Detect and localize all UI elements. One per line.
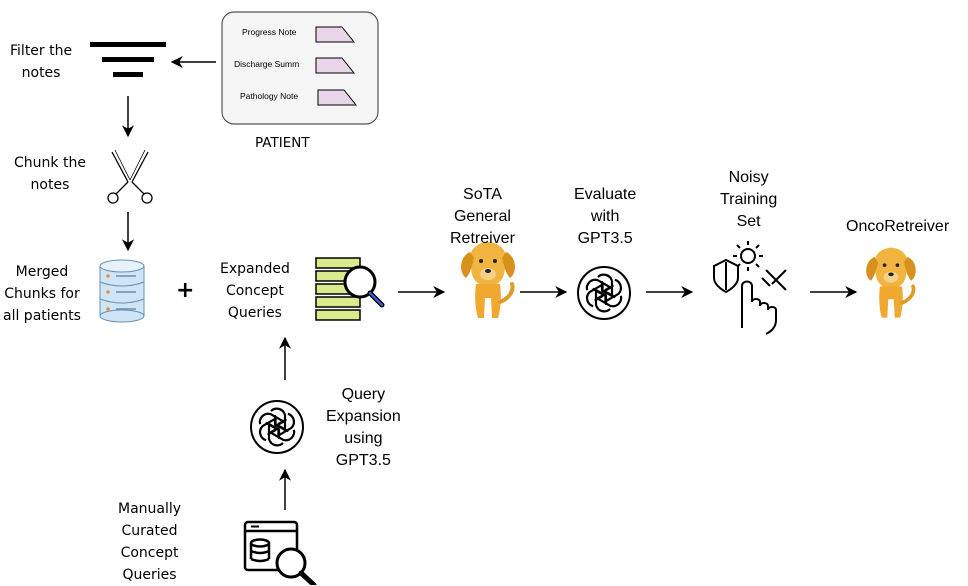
note-label-progress: Progress Note [242,27,297,37]
chunk-label-line: notes [30,177,70,193]
manual-label-line: Queries [122,567,177,583]
query-expansion-line: GPT3.5 [335,452,391,469]
oncoretriever-label: OncoRetreiver [846,216,949,238]
onco-label-line: OncoRetreiver [846,218,950,235]
golden-retriever-dog-icon [459,240,517,320]
note-tag-icon [315,26,356,43]
database-search-icon [315,257,385,321]
database-icon [99,259,145,323]
browser-database-search-icon [243,520,317,585]
noisy-label-line: Training [720,191,778,208]
filter-label: Filter the notes [10,40,72,84]
query-expansion-label: Query Expansion using GPT3.5 [326,384,401,472]
gear-shield-hand-icon [713,241,787,335]
evaluate-label: Evaluate with GPT3.5 [574,184,636,250]
golden-retriever-dog-icon [864,245,918,320]
scissors-icon [107,149,153,204]
note-tag-icon [317,89,358,106]
note-tag-icon [315,57,356,74]
plus-sign: + [176,278,195,303]
manual-label-line: Curated [121,523,178,539]
merged-label-line: all patients [3,308,81,324]
filter-label-line: Filter the [10,43,73,59]
chunk-label-line: Chunk the [14,155,86,171]
manual-label-line: Concept [120,545,179,561]
chunk-label: Chunk the notes [14,152,86,196]
manual-label-line: Manually [118,501,182,517]
sota-label-line: General [453,208,511,225]
sota-retriever-label: SoTA General Retreiver [450,184,515,250]
openai-logo-icon [578,267,630,319]
noisy-label-line: Noisy [728,169,769,186]
noisy-label-line: Set [736,213,761,230]
patient-label: PATIENT [255,135,310,151]
query-expansion-line: Query [341,386,386,403]
flow-arrows [122,56,858,510]
evaluate-label-line: with [590,208,620,225]
query-expansion-line: Expansion [326,408,401,425]
expanded-label-line: Concept [225,283,284,299]
note-label-pathology: Pathology Note [240,91,299,101]
merged-label-line: Chunks for [4,286,80,302]
openai-logo-icon [251,401,303,453]
filter-label-line: notes [21,65,61,81]
sota-label-line: SoTA [463,186,502,203]
query-expansion-line: using [344,430,383,447]
expanded-label-line: Queries [227,305,282,321]
merged-label: Merged Chunks for all patients [3,261,81,327]
patient-box [221,11,379,125]
expanded-queries-label: Expanded Concept Queries [220,258,290,324]
noisy-training-label: Noisy Training Set [720,167,777,233]
manual-queries-label: Manually Curated Concept Queries [118,498,181,586]
expanded-label-line: Expanded [220,261,290,277]
note-label-discharge: Discharge Summ [234,59,300,69]
sota-label-line: Retreiver [450,230,515,247]
merged-label-line: Merged [15,264,69,280]
filter-icon [90,42,166,77]
evaluate-label-line: GPT3.5 [577,230,633,247]
evaluate-label-line: Evaluate [574,186,637,203]
